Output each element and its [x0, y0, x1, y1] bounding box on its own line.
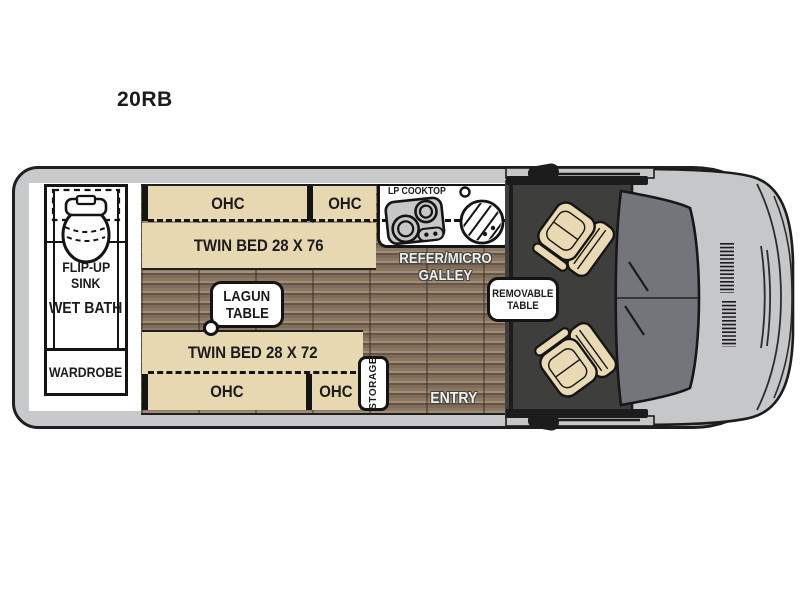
faucet-icon — [459, 186, 471, 198]
cabinet-dashed-line-rear — [148, 371, 356, 374]
removable-table: REMOVABLE TABLE — [487, 277, 559, 322]
sink-label-line1: FLIP-UP — [62, 259, 110, 275]
flip-up-sink-label: FLIP-UP SINK — [47, 259, 125, 291]
twin-bed-bottom-label: TWIN BED 28 X 72 — [187, 343, 318, 362]
cooktop-label: LP COOKTOP — [387, 186, 446, 197]
cabinet-divider — [307, 186, 313, 221]
cabinet-dashed-line-front — [148, 219, 505, 222]
removable-table-line1: REMOVABLE — [492, 287, 554, 300]
wet-bath: FLIP-UP SINK WET BATH — [44, 184, 128, 351]
entry-label: ENTRY — [430, 390, 478, 407]
galley-label-line1: REFER/MICRO — [398, 250, 492, 267]
wiper-icon — [624, 261, 649, 336]
ohc-label: OHC — [210, 382, 244, 401]
grille-detail — [760, 245, 771, 349]
fender-seam — [756, 183, 782, 411]
ohc-label: OHC — [210, 193, 245, 213]
twin-bed-bottom: TWIN BED 28 X 72 — [142, 330, 363, 374]
cooktop-icon — [384, 196, 446, 246]
sink-icon — [459, 199, 505, 245]
ohc-front-right: OHC — [313, 186, 376, 221]
wet-bath-label: WET BATH — [49, 300, 123, 317]
lagun-table: LAGUN TABLE — [210, 281, 284, 328]
ohc-rear-right: OHC — [312, 374, 360, 410]
rear-overhead-cabinets: OHC OHC — [142, 374, 360, 410]
cabinet-divider — [306, 374, 312, 410]
lagun-table-mount-icon — [203, 320, 219, 336]
side-mirror-icon — [527, 163, 560, 183]
front-overhead-cabinets: OHC OHC — [142, 186, 376, 221]
storage-label: STORAGE — [368, 357, 379, 410]
wet-bath-inner-wall — [117, 189, 119, 348]
side-mirror-icon — [527, 411, 560, 431]
model-title: 20RB — [117, 88, 173, 111]
ohc-label: OHC — [327, 193, 362, 213]
ohc-front-left: OHC — [148, 186, 307, 221]
sink-label-line2: SINK — [71, 275, 101, 291]
removable-table-line2: TABLE — [507, 299, 539, 312]
lagun-table-line2: TABLE — [225, 304, 269, 322]
galley-fixtures — [384, 186, 505, 246]
twin-bed-top: TWIN BED 28 X 76 — [142, 223, 376, 270]
side-rail-top — [506, 176, 648, 185]
ohc-label: OHC — [319, 382, 353, 401]
cabinet-end-cap — [142, 186, 148, 221]
ohc-rear-left: OHC — [148, 374, 306, 410]
galley-area-label: REFER/MICRO GALLEY — [377, 250, 513, 284]
lagun-table-line1: LAGUN — [223, 287, 271, 305]
wet-bath-label-wrap: WET BATH — [47, 300, 125, 318]
storage-cabinet: STORAGE — [358, 356, 389, 411]
wet-bath-inner-wall — [53, 189, 55, 348]
twin-bed-top-label: TWIN BED 28 X 76 — [194, 235, 324, 255]
wardrobe: WARDROBE — [44, 348, 128, 396]
entry-area-label: ENTRY — [398, 390, 510, 408]
bumper-seam — [773, 195, 793, 399]
wardrobe-label: WARDROBE — [49, 364, 123, 380]
cabinet-end-cap — [142, 374, 148, 410]
toilet-icon — [51, 188, 121, 264]
side-rail-bottom — [506, 409, 648, 418]
galley-label-line2: GALLEY — [418, 267, 472, 284]
